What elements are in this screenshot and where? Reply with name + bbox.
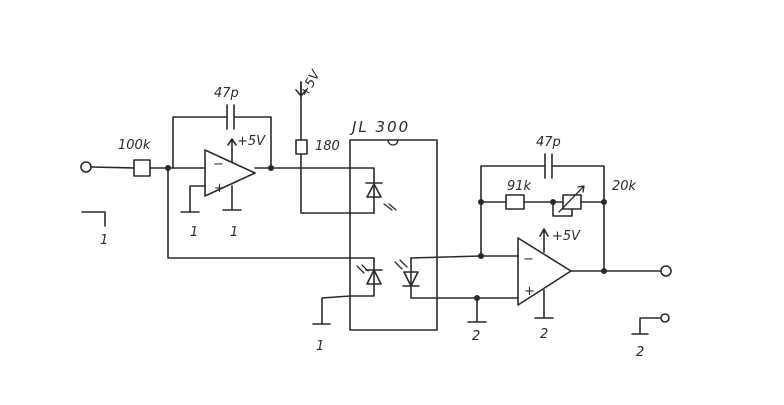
supply2-label: +5V [552, 229, 581, 244]
supply1-label: +5V [237, 134, 266, 149]
gnd1a-label: 1 [190, 225, 198, 240]
res-180-label: 180 [315, 139, 340, 154]
res-20k-label: 20k [612, 179, 637, 194]
junction [601, 268, 607, 274]
wire-pd2 [410, 257, 438, 299]
opamp2-minus: − [523, 252, 534, 267]
gnd1c-label: 1 [100, 233, 108, 248]
gnd1d-label: 1 [316, 339, 324, 354]
wire-input [90, 166, 135, 169]
resistor-100k [133, 159, 151, 177]
wire-fb2-left [480, 165, 546, 257]
cap2-label: 47p [536, 135, 561, 150]
cap1-label: 47p [214, 86, 239, 101]
photodiode-2 [394, 259, 420, 287]
wire-pd2-top [410, 255, 482, 259]
wire-trim-wiper [552, 201, 573, 217]
res-91k-label: 91k [507, 179, 532, 194]
opamp1-minus: − [213, 157, 224, 172]
photodiode-1 [356, 264, 383, 285]
led-diode [365, 182, 397, 211]
opamp1-supply-arrow [227, 138, 237, 163]
junction [601, 199, 607, 205]
capacitor-47p-2 [544, 153, 553, 179]
res-100k-label: 100k [118, 138, 151, 153]
wire-pd1-feedback [167, 167, 375, 259]
wire-pd1-gnd [321, 257, 375, 325]
wire-led-loop [300, 153, 375, 214]
ground-1-input [81, 211, 106, 227]
wire-fb1-right [233, 116, 272, 169]
input-terminal [80, 161, 92, 173]
output-terminal [660, 265, 672, 277]
junction [268, 165, 274, 171]
chip-label: JL 300 [349, 118, 410, 136]
gnd2c-label: 2 [636, 345, 644, 360]
supply-top-label: +5V [297, 67, 324, 100]
wire-fb1-left [172, 116, 228, 169]
optocoupler-ic [349, 139, 438, 331]
opamp2-plus: + [524, 284, 535, 299]
gnd2b-label: 2 [540, 327, 548, 342]
gnd1b-label: 1 [230, 225, 238, 240]
opamp2-supply-arrow [539, 228, 549, 253]
resistor-91k [505, 194, 525, 210]
wire-led-in [349, 167, 375, 214]
capacitor-47p-1 [226, 104, 235, 130]
ground-2-output [639, 317, 661, 335]
ground-terminal [660, 313, 670, 323]
trimmer-20k [558, 185, 585, 213]
junction [478, 199, 484, 205]
resistor-180 [295, 139, 308, 155]
wire-plus-gnd [189, 185, 206, 213]
opamp-1 [204, 149, 256, 197]
wire-fb2-right [551, 165, 605, 272]
opamp-2 [517, 237, 572, 306]
gnd2a-label: 2 [472, 329, 480, 344]
opamp1-plus: + [214, 181, 225, 196]
